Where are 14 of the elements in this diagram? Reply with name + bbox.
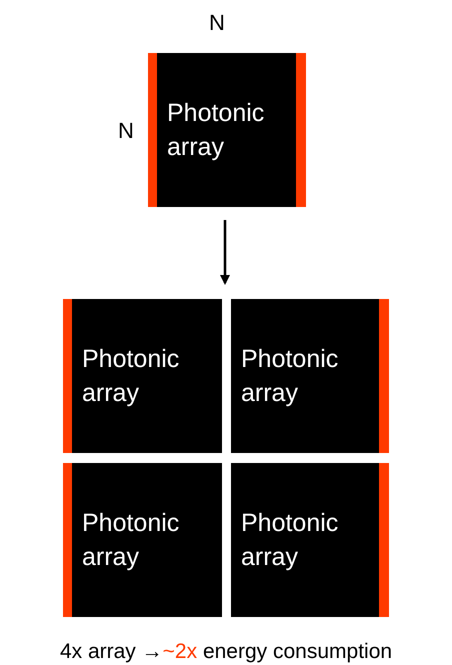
arrow xyxy=(220,220,230,285)
array-block xyxy=(231,299,389,453)
block-label: Photonic array xyxy=(241,344,340,409)
array-block xyxy=(63,463,222,617)
array-block xyxy=(63,299,222,453)
block-label: Photonic array xyxy=(241,508,340,573)
array-block xyxy=(148,53,306,207)
dimension-label: N xyxy=(209,12,225,34)
array-block xyxy=(231,463,389,617)
dimension-label: N xyxy=(118,120,134,142)
caption: 4x array →~2x energy consumption xyxy=(58,639,394,665)
block-label: Photonic array xyxy=(167,98,266,163)
block-label: Photonic array xyxy=(82,508,180,573)
block-label: Photonic array xyxy=(82,344,180,409)
